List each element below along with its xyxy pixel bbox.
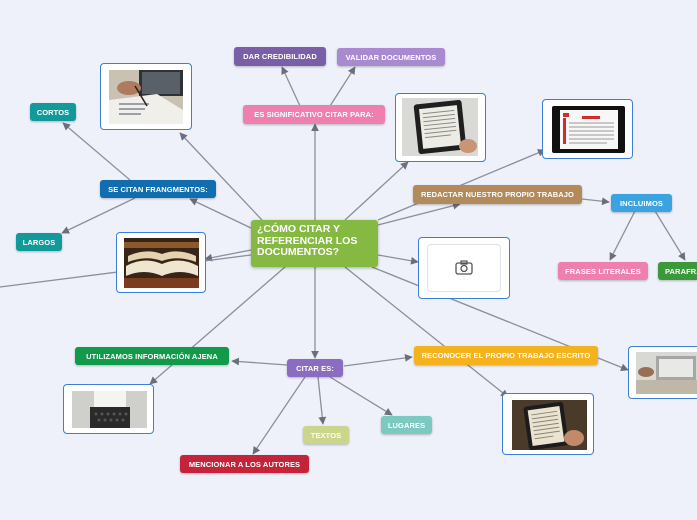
node-mencionar[interactable]: MENCIONAR A LOS AUTORES — [180, 455, 309, 473]
image-node-typewriter[interactable] — [63, 384, 154, 434]
node-incluimos[interactable]: INCLUIMOS — [611, 194, 672, 212]
connector-dar — [281, 66, 301, 107]
node-dar-credibilidad[interactable]: DAR CREDIBILIDAD — [234, 47, 326, 66]
connector-img-books — [204, 249, 252, 262]
node-parafrasis-label: PARAFRASIS — [665, 266, 697, 276]
node-frases-literales[interactable]: FRASES LITERALES — [558, 262, 648, 280]
node-textos-label: TEXTOS — [310, 430, 342, 440]
node-citar-es-label: CITAR ES: — [296, 363, 334, 373]
image-node-screen-document[interactable] — [542, 99, 633, 159]
laptop-writing-image — [109, 70, 183, 124]
typewriter-image — [72, 391, 147, 428]
tablet-reading-image — [402, 98, 478, 156]
connector-incluimos — [581, 197, 610, 206]
connector-img-tablet — [344, 161, 409, 221]
node-se-citan-fragmentos[interactable]: SE CITAN FRANGMENTOS: — [100, 180, 216, 198]
node-redactar-label: REDACTAR NUESTRO PROPIO TRABAJO — [421, 190, 574, 199]
image-node-placeholder[interactable] — [418, 237, 510, 299]
node-parafrasis[interactable]: PARAFRASIS — [658, 262, 697, 280]
central-topic[interactable]: ¿CÓMO CITAR Y REFERENCIAR LOS DOCUMENTOS… — [251, 220, 378, 267]
open-books-image — [124, 238, 199, 288]
image-node-ebook[interactable] — [502, 393, 594, 455]
node-reconocer-label: RECONOCER EL PROPIO TRABAJO ESCRITO — [421, 351, 591, 360]
node-utilizamos-label: UTILIZAMOS INFORMACIÓN AJENA — [86, 351, 218, 361]
connector-largos — [61, 197, 136, 234]
connector-redactar — [377, 201, 461, 226]
connector-parafrasis — [654, 210, 686, 261]
office-desk-image — [636, 352, 697, 394]
node-largos-label: LARGOS — [22, 237, 56, 247]
connector-frases — [609, 210, 636, 261]
connector-cortos — [62, 122, 131, 181]
ebook-reader-image — [512, 400, 587, 450]
node-mencionar-label: MENCIONAR A LOS AUTORES — [188, 459, 301, 469]
connector-mencionar — [252, 376, 306, 455]
connector-utilizamos — [231, 357, 288, 366]
node-validar-documentos[interactable]: VALIDAR DOCUMENTOS — [337, 48, 445, 66]
connector-placeholder — [377, 254, 419, 265]
node-citar-es[interactable]: CITAR ES: — [287, 359, 343, 377]
node-validar-documentos-label: VALIDAR DOCUMENTOS — [345, 52, 437, 62]
image-node-office[interactable] — [628, 346, 697, 399]
node-redactar[interactable]: REDACTAR NUESTRO PROPIO TRABAJO — [413, 185, 582, 204]
node-lugares-label: LUGARES — [387, 420, 426, 430]
connector-fragmentos — [189, 198, 252, 229]
node-se-citan-fragmentos-label: SE CITAN FRANGMENTOS: — [108, 184, 208, 194]
node-largos[interactable]: LARGOS — [16, 233, 62, 251]
image-node-laptop-writing[interactable] — [100, 63, 192, 130]
connector-validar — [329, 66, 356, 107]
node-incluimos-label: INCLUIMOS — [620, 198, 663, 208]
image-node-tablet[interactable] — [395, 93, 486, 162]
connector-textos — [317, 376, 327, 425]
screen-document-image — [552, 106, 625, 153]
node-dar-credibilidad-label: DAR CREDIBILIDAD — [243, 52, 317, 61]
central-topic-title: ¿CÓMO CITAR Y REFERENCIAR LOS DOCUMENTOS… — [257, 223, 358, 258]
node-cortos[interactable]: CORTOS — [30, 103, 76, 121]
camera-icon — [455, 260, 473, 275]
node-es-significativo-label: ES SIGNIFICATIVO CITAR PARA: — [254, 110, 374, 119]
image-node-books[interactable] — [116, 232, 206, 293]
node-utilizamos[interactable]: UTILIZAMOS INFORMACIÓN AJENA — [75, 347, 229, 365]
placeholder-frame — [427, 244, 501, 292]
connector-img-ebook — [344, 266, 509, 398]
node-cortos-label: CORTOS — [36, 107, 70, 117]
node-textos[interactable]: TEXTOS — [303, 426, 349, 444]
node-frases-literales-label: FRASES LITERALES — [565, 266, 641, 276]
node-lugares[interactable]: LUGARES — [381, 416, 432, 434]
connector-lugares — [329, 376, 393, 416]
node-reconocer[interactable]: RECONOCER EL PROPIO TRABAJO ESCRITO — [414, 346, 598, 365]
connector-reconocer — [343, 354, 413, 367]
connector-img-laptop — [179, 132, 263, 221]
node-es-significativo[interactable]: ES SIGNIFICATIVO CITAR PARA: — [243, 105, 385, 124]
